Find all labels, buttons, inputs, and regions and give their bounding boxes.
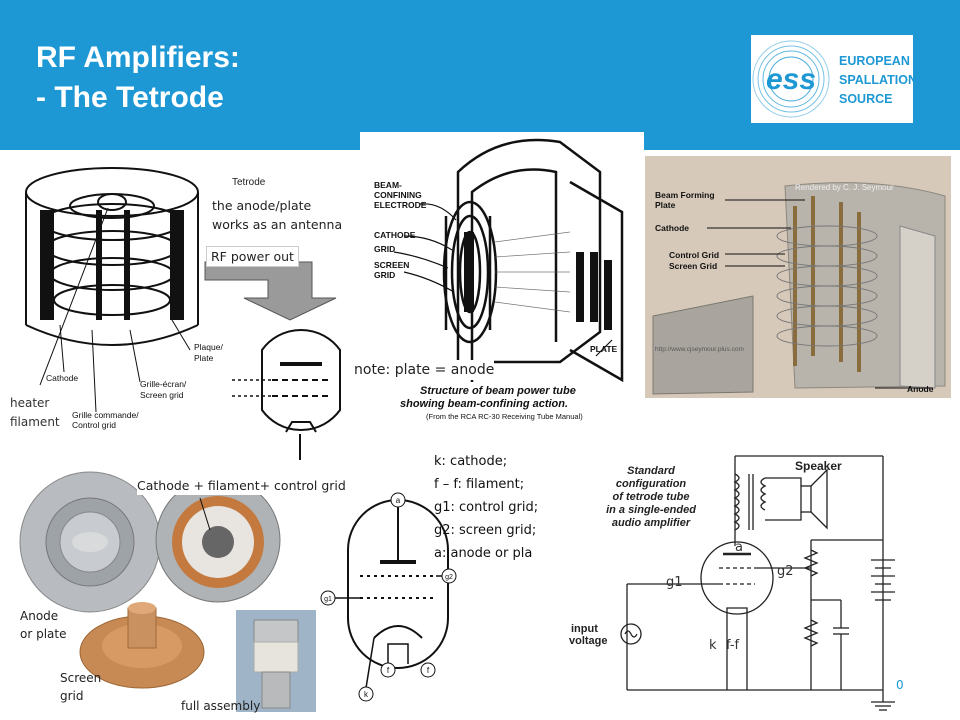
beam-power-tube-drawing: BEAM- CONFINING ELECTRODE CATHODE GRID S…	[360, 132, 644, 432]
legend-g2: g2: screen grid;	[434, 523, 537, 538]
tube-symbol-small	[232, 328, 341, 460]
photo-screen-label-1: Screen	[60, 671, 102, 685]
tetrode-heading: Tetrode	[232, 177, 266, 188]
render-url: http://www.cjseymour.plus.com	[655, 346, 744, 353]
symbol-g1: g1	[324, 596, 332, 603]
beam-screen-label-2: GRID	[374, 270, 395, 280]
logo-line-3: SOURCE	[839, 92, 892, 106]
circuit-g2-label: g2	[777, 564, 794, 579]
beam-label-1: BEAM-	[374, 180, 402, 190]
circuit-input-2: voltage	[569, 635, 608, 647]
photo-cathode-label: Cathode + filament+ control grid	[137, 476, 346, 495]
symbol-a: a	[396, 496, 401, 505]
legend-a: a: anode or pla	[434, 546, 533, 561]
beam-plate-label: PLATE	[590, 344, 618, 354]
render-credit: Rendered by C. J. Seymour	[795, 183, 894, 192]
circuit-a-label: a	[735, 540, 743, 555]
render-screen: Screen Grid	[669, 261, 717, 271]
circuit-caption-4: in a single-ended	[606, 504, 696, 516]
logo-line-2: SPALLATION	[839, 73, 913, 87]
render-beam-1: Beam Forming	[655, 190, 715, 200]
photo-assembly-label: full assembly	[181, 699, 261, 713]
beam-cathode-label: CATHODE	[374, 230, 416, 240]
rendered-tetrode-image: Rendered by C. J. Seymour Beam Forming P…	[645, 156, 951, 398]
legend-f: f – f: filament;	[434, 477, 525, 492]
circuit-caption-3: of tetrode tube	[613, 491, 690, 503]
photo-anode-label-1: Anode	[20, 609, 59, 623]
symbol-f1: f	[387, 666, 390, 675]
legend-g1: g1: control grid;	[434, 500, 539, 515]
label-screen-2: Screen grid	[140, 390, 184, 400]
logo-mark-text: ess	[766, 63, 816, 96]
circuit-caption-1: Standard	[627, 465, 675, 477]
label-plate-2: Plate	[194, 353, 214, 363]
label-control-2: Control grid	[72, 420, 116, 430]
circuit-speaker-label: Speaker	[795, 459, 842, 473]
circuit-input-1: input	[571, 623, 598, 635]
tetrode-symbol-diagram: a g2 g1 f f k	[320, 492, 457, 702]
circuit-caption-2: configuration	[616, 478, 687, 490]
label-control-1: Grille commande/	[72, 410, 139, 420]
label-cathode: Cathode	[46, 373, 78, 383]
photo-screen-label-2: grid	[60, 689, 84, 703]
rf-power-out-label: RF power out	[206, 246, 299, 267]
beam-screen-label-1: SCREEN	[374, 260, 409, 270]
render-anode: Anode	[907, 384, 934, 394]
label-plate-1: Plaque/	[194, 342, 223, 352]
beam-grid-label: GRID	[374, 244, 395, 254]
electrode-legend: k: cathode; f – f: filament; g1: control…	[434, 450, 566, 565]
antenna-note-1: the anode/plate	[212, 198, 312, 213]
symbol-k: k	[364, 690, 369, 699]
symbol-g2: g2	[445, 574, 453, 581]
audio-amplifier-circuit: Standard configuration of tetrode tube i…	[569, 455, 895, 711]
legend-k: k: cathode;	[434, 454, 508, 469]
beam-caption-1: Structure of beam power tube	[420, 385, 576, 397]
heater-label-2: filament	[10, 415, 60, 429]
plate-anode-note: note: plate = anode	[354, 360, 495, 380]
page-number: 0	[896, 678, 904, 692]
beam-caption-3: (From the RCA RC-30 Receiving Tube Manua…	[426, 412, 583, 421]
ess-logo: ess EUROPEAN SPALLATION SOURCE	[751, 35, 917, 123]
beam-label-3: ELECTRODE	[374, 200, 427, 210]
tetrode-electrode-drawing: Tetrode Plaque/ Plate Grille-écran/ Scre…	[0, 150, 341, 460]
symbol-f2: f	[427, 666, 430, 675]
render-beam-2: Plate	[655, 200, 676, 210]
heater-label-1: heater	[10, 396, 50, 410]
title-line-2: - The Tetrode	[36, 81, 224, 114]
render-cathode: Cathode	[655, 223, 689, 233]
ess-logo-mark: ess EUROPEAN SPALLATION SOURCE	[752, 40, 917, 118]
beam-label-2: CONFINING	[374, 190, 422, 200]
circuit-ff-label: f-f	[726, 638, 740, 653]
beam-caption-2: showing beam-confining action.	[400, 398, 568, 410]
rf-power-arrow	[204, 261, 337, 321]
antenna-note-2: works as an antenna	[212, 217, 343, 232]
title-line-1: RF Amplifiers:	[36, 41, 240, 74]
photo-anode-label-2: or plate	[20, 627, 67, 641]
logo-line-1: EUROPEAN	[839, 54, 910, 68]
circuit-g1-label: g1	[666, 575, 683, 590]
circuit-caption-5: audio amplifier	[612, 517, 691, 529]
circuit-k-label: k	[709, 638, 717, 653]
render-control: Control Grid	[669, 250, 719, 260]
label-screen-1: Grille-écran/	[140, 379, 187, 389]
tetrode-photos	[10, 470, 316, 712]
slide-title: RF Amplifiers: - The Tetrode	[36, 38, 240, 118]
